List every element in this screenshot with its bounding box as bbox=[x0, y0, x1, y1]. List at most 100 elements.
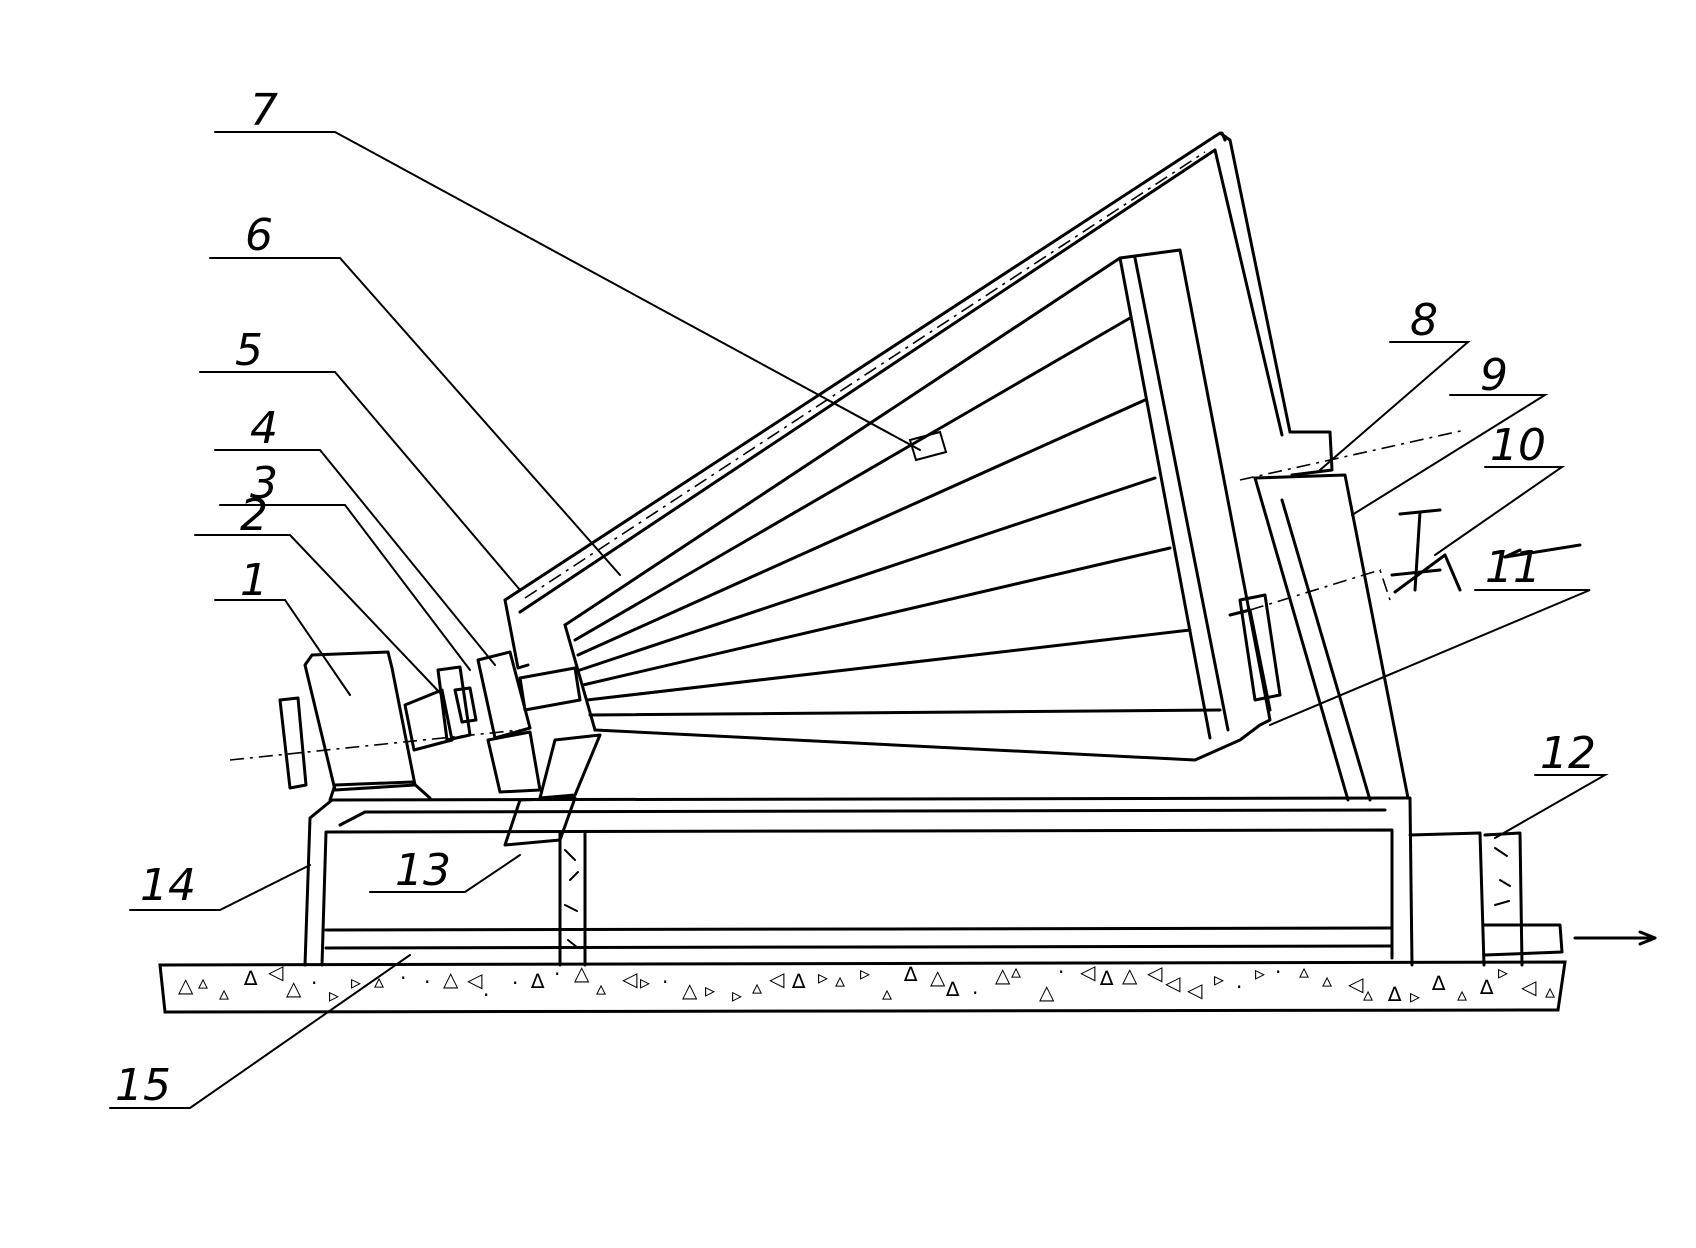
concrete-speck: · bbox=[1275, 960, 1281, 984]
concrete-speck: ∆ bbox=[945, 977, 960, 1001]
concrete-speck: ∆ bbox=[1431, 971, 1446, 995]
concrete-speck: · bbox=[662, 970, 668, 994]
concrete-speck: ▵ bbox=[1545, 979, 1555, 1003]
base-frame bbox=[303, 796, 1414, 967]
leader-10 bbox=[1434, 466, 1566, 556]
label-2: 2 bbox=[240, 490, 268, 541]
concrete-speck: ▹ bbox=[640, 970, 650, 994]
motor bbox=[278, 650, 417, 792]
label-6: 6 bbox=[245, 210, 273, 261]
concrete-speck: △ bbox=[574, 961, 590, 985]
center-axis bbox=[229, 429, 1466, 761]
leader-1 bbox=[214, 599, 351, 696]
label-3: 3 bbox=[250, 458, 278, 509]
ground-foundation: △▵▵∆◁△·▹▹▵··△◁··∆·△▵◁▹·△▹▹▵◁∆▹▵▹▵∆△∆·△▵△… bbox=[158, 959, 1567, 1014]
concrete-speck: ▹ bbox=[705, 978, 715, 1002]
concrete-speck: ▹ bbox=[860, 961, 870, 985]
concrete-speck: ▵ bbox=[374, 969, 384, 993]
concrete-speck: · bbox=[311, 971, 317, 995]
concrete-speck: ▹ bbox=[1498, 960, 1508, 984]
leader-2 bbox=[194, 534, 443, 696]
valve bbox=[1390, 508, 1582, 594]
leader-8 bbox=[1319, 341, 1471, 471]
concrete-speck: △ bbox=[443, 967, 459, 991]
label-8: 8 bbox=[1410, 295, 1438, 346]
concrete-speck: ▹ bbox=[1214, 967, 1224, 991]
concrete-speck: △ bbox=[930, 965, 946, 989]
concrete-speck: △ bbox=[286, 976, 302, 1000]
concrete-speck: ▵ bbox=[1299, 959, 1309, 983]
leader-5 bbox=[199, 371, 521, 591]
leader-6 bbox=[209, 257, 621, 576]
concrete-speck: ∆ bbox=[903, 962, 918, 986]
concrete-speck: ▵ bbox=[219, 981, 229, 1005]
label-14: 14 bbox=[140, 860, 196, 911]
concrete-speck: ∆ bbox=[530, 969, 545, 993]
label-1: 1 bbox=[240, 555, 268, 606]
label-9: 9 bbox=[1480, 350, 1508, 401]
motor-base bbox=[328, 780, 432, 802]
label-11: 11 bbox=[1485, 542, 1541, 593]
label-5: 5 bbox=[235, 325, 263, 376]
concrete-speck: △ bbox=[995, 963, 1011, 987]
concrete-speck: ∆ bbox=[791, 969, 806, 993]
label-13: 13 bbox=[395, 845, 451, 896]
leader-11 bbox=[1269, 589, 1591, 726]
concrete-speck: ▵ bbox=[835, 968, 845, 992]
concrete-speck: ▵ bbox=[198, 970, 208, 994]
concrete-speck: ▵ bbox=[1457, 982, 1467, 1006]
concrete-speck: △ bbox=[1039, 980, 1055, 1004]
concrete-speck: ▹ bbox=[732, 983, 742, 1007]
concrete-speck: · bbox=[1058, 960, 1064, 984]
concrete-speck: △ bbox=[1122, 963, 1138, 987]
leader-15 bbox=[109, 954, 411, 1109]
label-12: 12 bbox=[1540, 728, 1596, 779]
concrete-speck: ◁ bbox=[1146, 961, 1163, 985]
concrete-speck: ◁ bbox=[466, 968, 483, 992]
concrete-speck: ▹ bbox=[1410, 984, 1420, 1008]
leader-9 bbox=[1351, 394, 1549, 516]
concrete-speck: ▹ bbox=[329, 983, 339, 1007]
concrete-speck: ▵ bbox=[882, 981, 892, 1005]
concrete-speck: · bbox=[1236, 975, 1242, 999]
bearing-block bbox=[476, 650, 582, 794]
support-column bbox=[1253, 430, 1410, 802]
concrete-speck: ∆ bbox=[1479, 975, 1494, 999]
drum-housing bbox=[503, 131, 1292, 670]
leader-13 bbox=[369, 854, 521, 893]
concrete-speck: ▵ bbox=[596, 976, 606, 1000]
leader-7 bbox=[214, 131, 921, 451]
concrete-speck: ▵ bbox=[1011, 959, 1021, 983]
concrete-speck: ◁ bbox=[1186, 978, 1203, 1002]
concrete-speck: ◁ bbox=[621, 967, 638, 991]
concrete-speck: ▹ bbox=[351, 970, 361, 994]
concrete-speck: · bbox=[483, 983, 489, 1007]
concrete-speck: ∆ bbox=[1099, 966, 1114, 990]
concrete-speck: ◁ bbox=[768, 967, 785, 991]
concrete-speck: ◁ bbox=[267, 960, 284, 984]
label-15: 15 bbox=[115, 1060, 171, 1111]
concrete-speck: · bbox=[512, 971, 518, 995]
leader-4 bbox=[214, 449, 496, 666]
concrete-speck: ◁ bbox=[1079, 960, 1096, 984]
leader-3 bbox=[219, 504, 471, 671]
rear-bearing bbox=[1238, 569, 1391, 702]
concrete-speck: · bbox=[400, 966, 406, 990]
concrete-speck: ◁ bbox=[1520, 975, 1537, 999]
concrete-speck: · bbox=[972, 981, 978, 1005]
concrete-speck: △ bbox=[682, 978, 698, 1002]
leader-12 bbox=[1494, 774, 1609, 839]
label-4: 4 bbox=[250, 403, 278, 454]
label-7: 7 bbox=[250, 85, 278, 136]
concrete-speck: ◁ bbox=[1347, 972, 1364, 996]
leader-lines bbox=[109, 131, 1609, 1109]
concrete-speck: ▵ bbox=[1322, 968, 1332, 992]
concrete-speck: ◁ bbox=[1164, 971, 1181, 995]
concrete-speck: ▵ bbox=[1363, 982, 1373, 1006]
outlet-block bbox=[1408, 831, 1657, 967]
screen-drum bbox=[563, 248, 1272, 762]
concrete-speck: ▵ bbox=[752, 975, 762, 999]
concrete-speck: ∆ bbox=[243, 966, 258, 990]
concrete-speck: ▹ bbox=[1255, 961, 1265, 985]
leader-14 bbox=[129, 864, 311, 911]
